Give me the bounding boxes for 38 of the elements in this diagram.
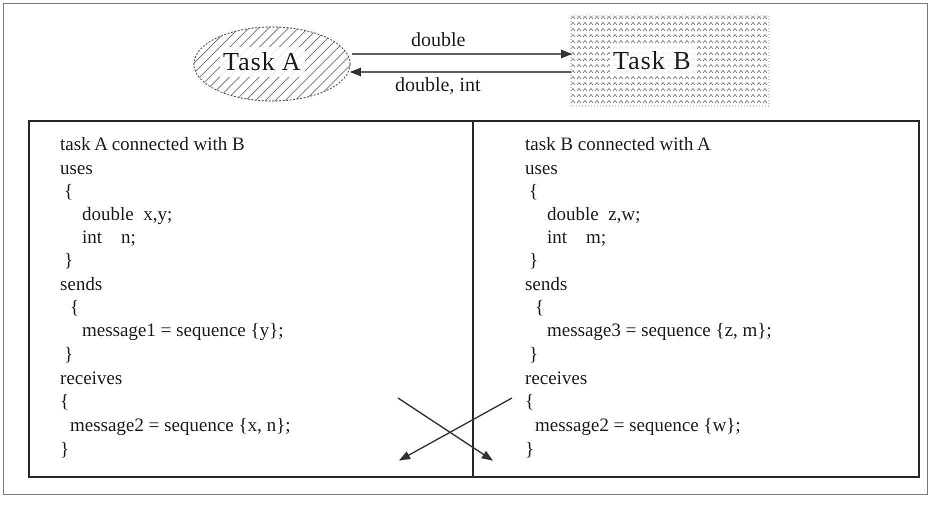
code-line: message2 = sequence {w}; (535, 415, 741, 437)
code-line: } (529, 250, 538, 272)
code-line: uses (60, 158, 93, 180)
code-line: } (529, 344, 538, 366)
code-line: message1 = sequence {y}; (82, 320, 284, 342)
code-line: receives (525, 368, 588, 390)
code-line: } (64, 250, 74, 272)
arrow (352, 50, 572, 58)
code-line: { (529, 181, 538, 203)
code-line: double x,y; (82, 204, 172, 226)
code-line: { (64, 181, 74, 203)
code-line: task A connected with B (60, 134, 245, 156)
code-line: double z,w; (547, 204, 640, 226)
code-line: int n; (82, 227, 136, 249)
code-line: uses (525, 158, 558, 180)
code-line: { (525, 391, 534, 413)
code-line: receives (60, 368, 122, 390)
code-line: message2 = sequence {x, n}; (70, 415, 290, 437)
code-line: } (60, 439, 70, 461)
code-line: sends (60, 274, 102, 296)
code-line: { (70, 297, 80, 319)
arrow (350, 68, 571, 76)
code-panel (472, 120, 920, 478)
code-line: { (535, 297, 544, 319)
task-ellipse (192, 25, 352, 103)
task-name: Task A (220, 47, 305, 77)
code-line: } (525, 439, 534, 461)
code-line: message3 = sequence {z, m}; (547, 320, 772, 342)
code-line: } (64, 344, 74, 366)
code-panel (28, 120, 474, 478)
task-name: Task B (610, 46, 695, 76)
code-line: sends (525, 274, 568, 296)
code-line: { (60, 391, 70, 413)
arrow (398, 397, 493, 461)
task-box (570, 15, 770, 107)
arrow (399, 397, 512, 461)
code-line: int m; (547, 227, 606, 249)
code-line: task B connected with A (525, 134, 711, 156)
